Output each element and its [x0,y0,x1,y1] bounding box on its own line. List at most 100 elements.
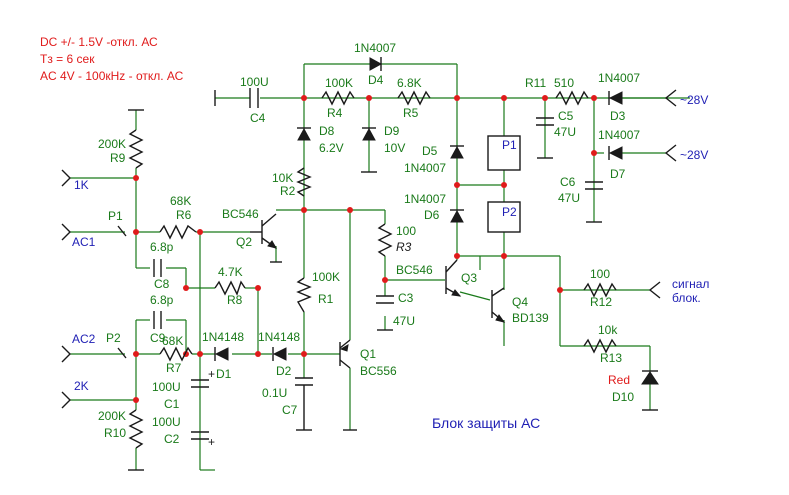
transistor-q4 [491,287,506,323]
terminal-2k [61,391,71,409]
v28-bottom-label: ~28V [680,148,708,162]
diode-d8 [297,127,311,141]
capacitor-c4 [214,88,259,108]
resistor-r4 [321,90,355,106]
d4-value: 1N4007 [354,41,396,55]
r3-value: 100 [396,224,416,238]
r9-value: 200K [98,137,126,151]
d9-ref: D9 [384,124,400,138]
r7-value: 68K [162,334,183,348]
q2-ref: Q2 [236,235,252,249]
note-ac: AC 4V - 100кHz - откл. АС [40,69,184,83]
d8-ref: D8 [319,124,335,138]
p2-ref: P2 [502,205,517,219]
note-dc: DC +/- 1.5V -откл. АС [40,35,158,49]
relay-p1 [487,135,521,171]
d7-ref: D7 [610,167,626,181]
d1-ref: D1 [216,367,232,381]
d2-value: 1N4148 [258,330,300,344]
diode-d3 [608,91,623,105]
d9-value: 10V [384,141,405,155]
in-1k-label: 1K [74,178,89,192]
r6-value: 68K [170,194,191,208]
diode-d1 [214,347,229,361]
r5-ref: R5 [403,106,419,120]
capacitor-c9 [153,311,162,329]
q2-value: BC546 [222,207,259,221]
q1-value: BC556 [360,364,397,378]
diode-d4 [369,57,383,71]
d10-ref: D10 [612,390,634,404]
r1-ref: R1 [318,292,334,306]
r9-ref: R9 [110,151,126,165]
sw2-ref: P2 [106,331,121,345]
q4-value: BD139 [512,311,549,325]
c5-ref: C5 [558,109,574,123]
d3-ref: D3 [610,109,626,123]
r10-value: 200K [98,409,126,423]
in-ac1-label: AC1 [72,235,96,249]
resistor-r2 [296,167,312,197]
d5-ref: D5 [422,144,438,158]
r5-value: 6.8K [397,76,422,90]
r4-ref: R4 [327,106,343,120]
c7-ref: C7 [282,403,298,417]
c1-plus: + [208,367,215,381]
capacitor-c6 [585,181,603,223]
d6-value: 1N4007 [404,192,446,206]
r8-value: 4.7K [218,265,243,279]
signal-label-line2: блок. [672,291,701,305]
diode-d9 [361,127,377,173]
diode-d2 [272,347,287,361]
terminal-signal [648,281,661,299]
capacitor-c8 [153,259,162,277]
c9-value: 6.8p [150,293,174,307]
capacitor-c1 [191,379,209,388]
c2-plus: + [208,435,215,449]
resistor-r6 [159,224,197,240]
capacitor-c5 [536,117,554,159]
diode-d5 [450,145,464,159]
q4-ref: Q4 [512,295,528,309]
capacitor-c7 [295,377,313,431]
r2-value: 10K [272,171,293,185]
capacitor-c2 [191,431,209,440]
d2-ref: D2 [276,364,292,378]
c4-ref: C4 [250,111,266,125]
r7-ref: R7 [166,361,182,375]
resistor-r8 [214,280,246,296]
r3-ref: R3 [396,240,412,254]
d6-ref: D6 [424,208,440,222]
c8-ref: C8 [154,277,170,291]
q3-value: BC546 [396,263,433,277]
c8-value: 6.8p [150,240,174,254]
contact-p2 [117,347,127,359]
capacitor-c3 [376,295,394,331]
r12-value: 100 [590,267,610,281]
c7-value: 0.1U [262,386,287,400]
r13-ref: R13 [600,351,622,365]
in-2k-label: 2K [74,379,89,393]
d4-ref: D4 [368,73,384,87]
r8-ref: R8 [227,293,243,307]
resistor-r5 [397,90,431,106]
terminal-28v-bottom [664,144,677,162]
transistor-q3 [445,259,462,297]
contact-p1 [117,225,127,237]
c6-ref: C6 [560,175,576,189]
resistor-r7 [159,346,193,362]
terminal-28v-top [664,89,677,107]
terminal-ac1 [61,223,71,241]
resistor-r9 [128,129,144,169]
transistor-q2 [250,213,278,249]
diode-d7 [608,146,623,160]
d10-color: Red [608,373,630,387]
d8-value: 6.2V [319,141,344,155]
r11-ref: R11 [525,76,546,90]
r12-ref: R12 [590,295,612,309]
q1-ref: Q1 [360,347,376,361]
r2-ref: R2 [280,184,296,198]
r10-ref: R10 [104,426,126,440]
c2-value: 100U [152,415,181,429]
r1-value: 100K [312,270,340,284]
